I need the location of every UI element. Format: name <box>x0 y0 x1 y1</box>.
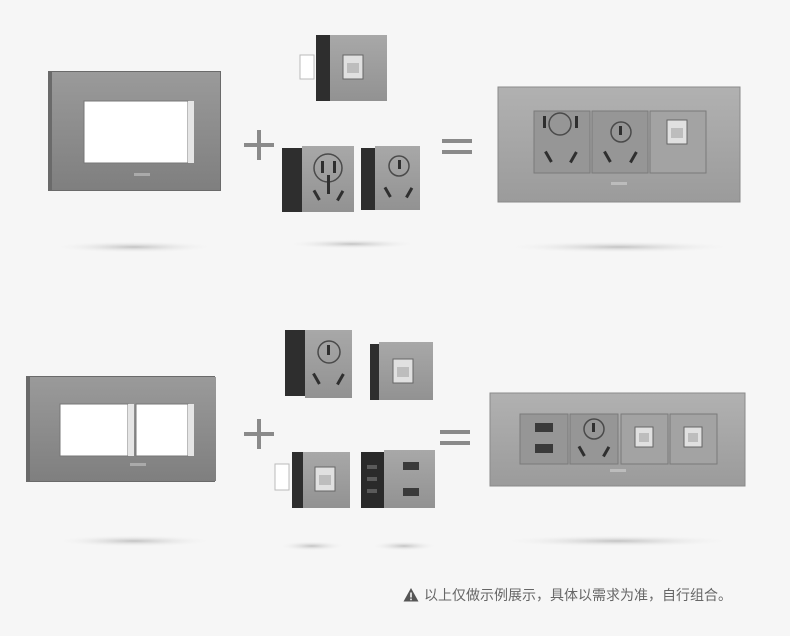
disclaimer-note: 以上仅做示例展示，具体以需求为准，自行组合。 <box>403 585 732 605</box>
logo-mark <box>611 182 627 185</box>
frame-3-slot <box>48 71 221 191</box>
shadow <box>54 535 214 547</box>
disclaimer-text: 以上仅做示例展示，具体以需求为准，自行组合。 <box>424 588 732 604</box>
assembled-panel-3 <box>497 86 741 203</box>
logo-mark <box>130 463 146 466</box>
equals-sign <box>442 139 472 154</box>
three-hole-socket-module <box>361 146 420 210</box>
plus-sign <box>244 419 274 449</box>
equals-sign <box>440 430 470 445</box>
plus-sign <box>244 130 274 160</box>
logo-mark <box>134 173 150 176</box>
warning-triangle-icon <box>403 588 419 602</box>
shadow <box>279 541 345 551</box>
network-module <box>274 452 350 508</box>
shadow <box>503 241 735 253</box>
five-hole-socket-module <box>282 146 354 212</box>
assembled-panel-4 <box>489 392 746 487</box>
shadow <box>499 535 735 547</box>
network-module <box>370 342 433 400</box>
shadow <box>371 541 437 551</box>
shadow <box>286 239 418 249</box>
frame-4-slot <box>26 376 216 482</box>
logo-mark <box>610 469 626 472</box>
usb-module <box>361 450 435 508</box>
three-hole-socket-module <box>285 330 352 398</box>
network-module <box>299 35 387 101</box>
shadow <box>52 241 216 253</box>
